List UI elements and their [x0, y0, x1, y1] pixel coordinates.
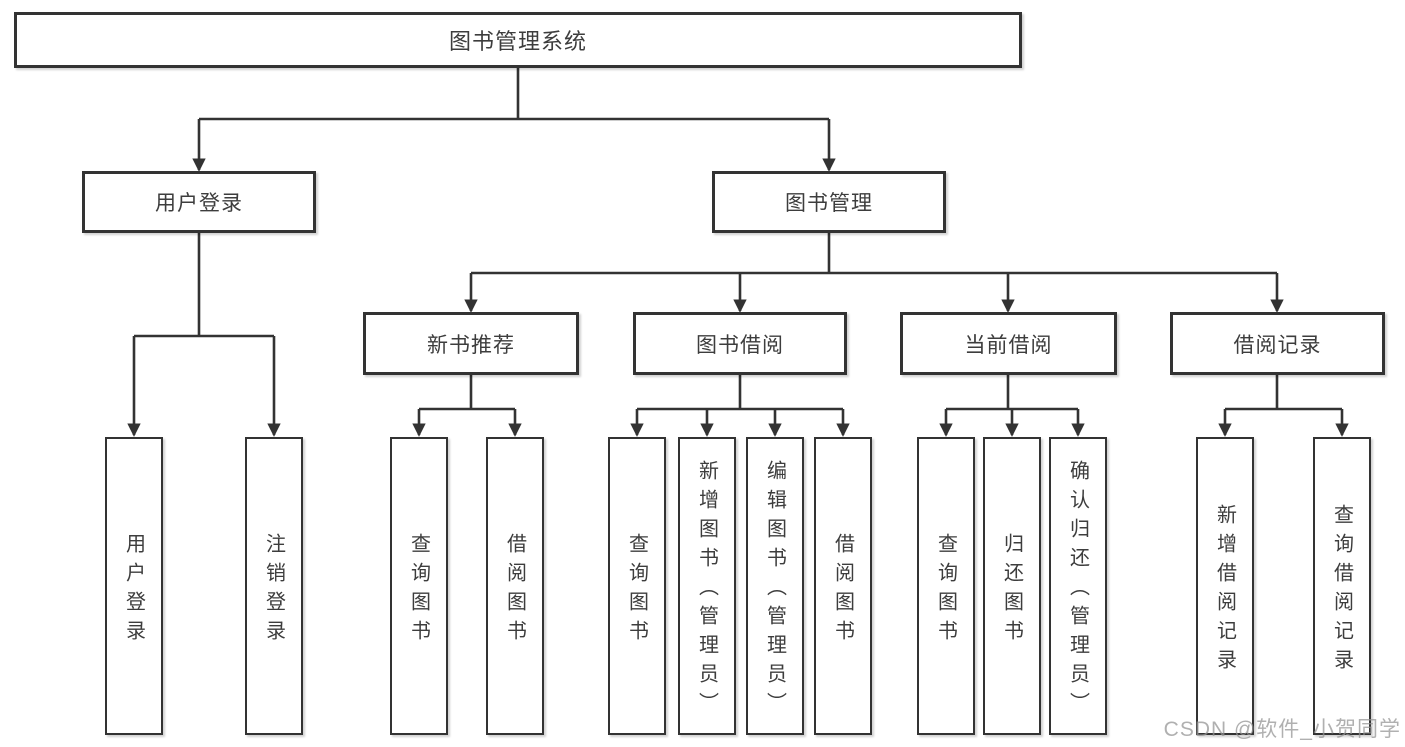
leaf-add-borrow-record: 新增借阅记录 [1196, 437, 1254, 735]
leaf-return-books: 归还图书 [983, 437, 1041, 735]
node-book-management: 图书管理 [712, 171, 946, 233]
node-borrowing-records: 借阅记录 [1170, 312, 1385, 375]
node-current-borrowing: 当前借阅 [900, 312, 1117, 375]
leaf-borrow-books: 借阅图书 [814, 437, 872, 735]
csdn-watermark: CSDN @软件_小贺同学 [1163, 718, 1401, 741]
leaf-confirm-return-admin: 确认归还（管理员） [1049, 437, 1107, 735]
leaf-query-borrow-record: 查询借阅记录 [1313, 437, 1371, 735]
leaf-query-books-current: 查询图书 [917, 437, 975, 735]
node-book-borrowing: 图书借阅 [633, 312, 847, 375]
leaf-query-books-borrow: 查询图书 [608, 437, 666, 735]
leaf-user-login: 用户登录 [105, 437, 163, 735]
leaf-add-book-admin: 新增图书（管理员） [678, 437, 736, 735]
node-new-book-recommendation: 新书推荐 [363, 312, 579, 375]
leaf-borrow-books-recommend: 借阅图书 [486, 437, 544, 735]
node-user-login: 用户登录 [82, 171, 316, 233]
leaf-query-books-recommend: 查询图书 [390, 437, 448, 735]
leaf-logout: 注销登录 [245, 437, 303, 735]
node-book-management-system: 图书管理系统 [14, 12, 1022, 68]
leaf-edit-book-admin: 编辑图书（管理员） [746, 437, 804, 735]
